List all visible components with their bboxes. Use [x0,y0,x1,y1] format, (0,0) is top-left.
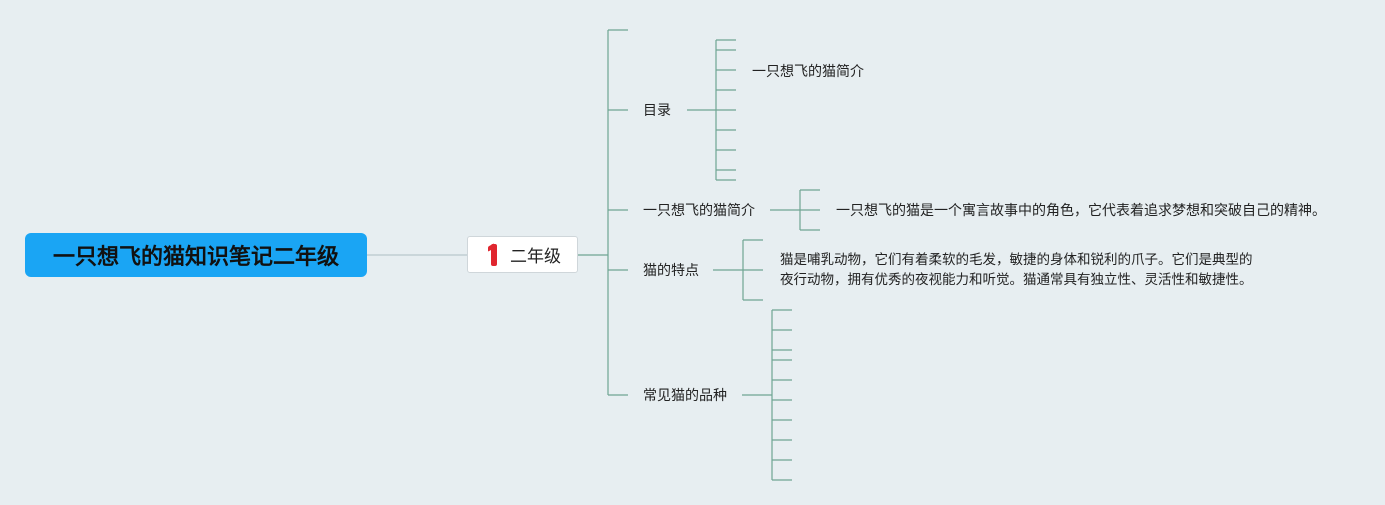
root-topic[interactable]: 一只想飞的猫知识笔记二年级 [25,233,367,277]
leaf-line: 猫是哺乳动物，它们有着柔软的毛发，敏捷的身体和锐利的爪子。它们是典型的 [780,252,1253,268]
level1-topic-label: 二年级 [510,247,561,267]
branch-tedian[interactable]: 猫的特点 [643,262,699,280]
branch-mulu[interactable]: 目录 [643,102,671,120]
leaf-label: 一只想飞的猫是一个寓言故事中的角色，它代表着追求梦想和突破自己的精神。 [836,203,1326,219]
branch-label: 常见猫的品种 [643,388,727,404]
leaf-label: 一只想飞的猫简介 [752,64,864,80]
leaf-tedian-text[interactable]: 猫是哺乳动物，它们有着柔软的毛发，敏捷的身体和锐利的爪子。它们是典型的 夜行动物… [780,250,1253,290]
leaf-jianjie-text[interactable]: 一只想飞的猫是一个寓言故事中的角色，它代表着追求梦想和突破自己的精神。 [836,202,1326,220]
leaf-mulu-item[interactable]: 一只想飞的猫简介 [752,63,864,81]
branch-label: 一只想飞的猫简介 [643,203,755,219]
branch-jianjie[interactable]: 一只想飞的猫简介 [643,202,755,220]
level1-topic[interactable]: 二年级 [467,236,578,273]
root-topic-label: 一只想飞的猫知识笔记二年级 [52,245,339,270]
branch-label: 目录 [643,103,671,119]
number-one-badge-icon [488,243,500,266]
branch-label: 猫的特点 [643,263,699,279]
branch-pinzhong[interactable]: 常见猫的品种 [643,387,727,405]
leaf-line: 夜行动物，拥有优秀的夜视能力和听觉。猫通常具有独立性、灵活性和敏捷性。 [780,272,1253,288]
